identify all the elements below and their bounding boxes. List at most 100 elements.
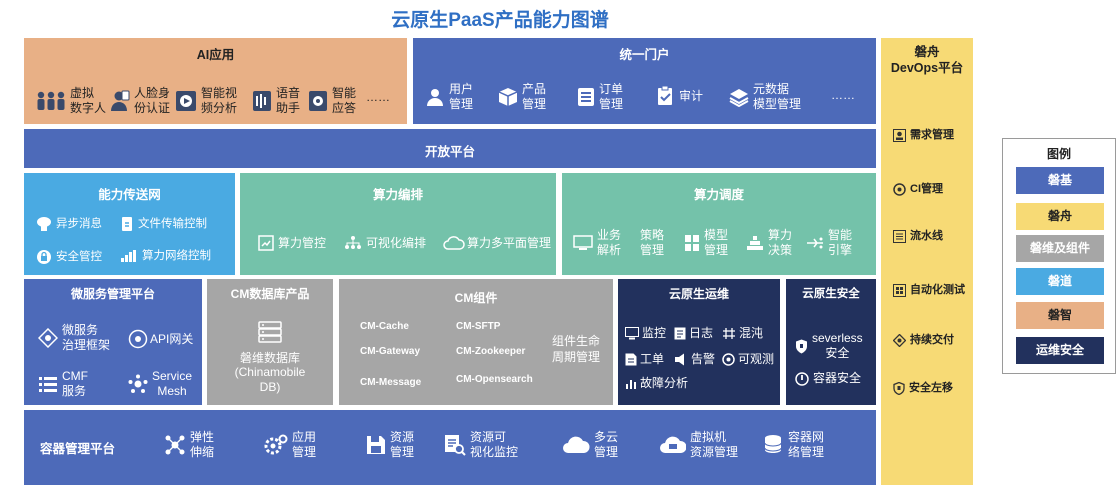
scheduling-item-label: 业务 解析 (597, 228, 622, 257)
ops-item-alarm[interactable]: 告警 (674, 352, 715, 367)
transfer-item-network[interactable]: 算力网络控制 (120, 249, 211, 263)
container-item-label: 弹性 伸缩 (190, 430, 215, 459)
ops-item-chaos[interactable]: 混沌 (722, 326, 763, 341)
devops-item-pipeline[interactable]: 流水线 (893, 230, 943, 244)
transfer-item-file[interactable]: 文件传输控制 (120, 216, 207, 232)
cm-component-gateway[interactable]: CM-Gateway (360, 346, 421, 357)
devops-item-autotest[interactable]: 自动化测试 (893, 284, 965, 298)
container-item-scale[interactable]: 弹性 伸缩 (164, 430, 214, 460)
cloud-native-security-title: 云原生安全 (802, 288, 860, 300)
container-net-icon (764, 434, 784, 456)
scheduling-item-strategy[interactable]: 策略 管理 (640, 228, 664, 258)
cloud-native-ops-block[interactable]: 云原生运维 监控 日志 混沌 工单 告警 可观测 故障分析 (618, 279, 780, 405)
scheduling-item-label: 模型 管理 (704, 228, 729, 257)
cm-database-block[interactable]: CM数据库产品 磐维数据库 (Chinamobile DB) (207, 279, 333, 405)
microservice-item-framework[interactable]: 微服务 治理框架 (38, 323, 110, 353)
devops-item-label: 需求管理 (910, 129, 954, 141)
open-platform-block[interactable]: 开放平台 (24, 129, 876, 168)
scheduling-item-business[interactable]: 业务 解析 (573, 228, 621, 258)
compute-scheduling-block[interactable]: 算力调度 业务 解析 策略 管理 模型 管理 算力 决策 智能 引擎 (562, 173, 876, 275)
lock-icon (36, 249, 52, 265)
ai-item-voice-assistant[interactable]: 语音 助手 (252, 86, 300, 116)
scheduling-item-engine[interactable]: 智能 引擎 (806, 228, 852, 258)
unified-portal-title: 统一门户 (619, 48, 670, 62)
container-item-vm[interactable]: 虚拟机 资源管理 (660, 430, 738, 460)
orchestration-item-multiplane[interactable]: 算力多平面管理 (443, 235, 551, 251)
file-transfer-icon (120, 216, 134, 232)
ops-item-ticket[interactable]: 工单 (625, 352, 664, 367)
transfer-item-security[interactable]: 安全管控 (36, 249, 102, 265)
portal-item-order[interactable]: 订单 管理 (577, 82, 623, 112)
security-item-container[interactable]: 容器安全 (795, 371, 861, 386)
transfer-item-async[interactable]: 异步消息 (36, 216, 102, 232)
ai-item-smart-reply[interactable]: 智能 应答 (308, 86, 356, 116)
ops-item-analysis[interactable]: 故障分析 (625, 376, 688, 391)
cm-component-cache[interactable]: CM-Cache (360, 321, 409, 332)
ai-more: …… (366, 90, 390, 104)
microservice-item-api-gateway[interactable]: API网关 (128, 329, 193, 349)
unified-portal-block[interactable]: 统一门户 用户 管理 产品 管理 订单 管理 审计 元数据 模型管理 …… (413, 38, 876, 124)
scheduling-item-decision[interactable]: 算力 决策 (746, 228, 792, 258)
devops-item-ci[interactable]: CI管理 (893, 183, 943, 197)
orchestration-item-visual[interactable]: 可视化编排 (344, 235, 426, 251)
cm-component-message[interactable]: CM-Message (360, 377, 422, 388)
microservice-platform-block[interactable]: 微服务管理平台 微服务 治理框架 API网关 CMF 服务 Service Me… (24, 279, 202, 405)
ops-item-label: 故障分析 (640, 376, 689, 390)
ai-application-block[interactable]: AI应用 虚拟 数字人 人脸身 份认证 智能视 频分析 语音 助手 智能 应答 … (24, 38, 407, 124)
pipeline-icon (893, 230, 906, 244)
cm-database-item[interactable]: 磐维数据库 (Chinamobile DB) (234, 351, 306, 394)
cm-component-zookeeper[interactable]: CM-Zookeeper (456, 346, 526, 357)
portal-item-audit[interactable]: 审计 (657, 86, 703, 106)
cm-component-opensearch[interactable]: CM-Opensearch (456, 374, 533, 385)
scale-icon (164, 434, 186, 456)
legend-item-ops-security: 运维安全 (1016, 337, 1104, 364)
container-item-visual-monitor[interactable]: 资源可 视化监控 (444, 430, 518, 460)
compute-orchestration-block[interactable]: 算力编排 算力管控 可视化编排 算力多平面管理 (240, 173, 556, 275)
container-item-label: 虚拟机 资源管理 (690, 430, 739, 459)
app-gear-icon (264, 434, 288, 456)
devops-item-label: 流水线 (910, 230, 943, 242)
security-item-serverless[interactable]: severless 安全 (795, 331, 863, 361)
cloud-native-security-block[interactable]: 云原生安全 severless 安全 容器安全 (786, 279, 876, 405)
engine-icon (806, 236, 824, 250)
ai-item-virtual-human[interactable]: 虚拟 数字人 (36, 86, 106, 116)
security-shield-icon (795, 339, 808, 354)
capability-transfer-block[interactable]: 能力传送网 异步消息 文件传输控制 安全管控 算力网络控制 (24, 173, 235, 275)
orchestration-item-control[interactable]: 算力管控 (258, 235, 326, 251)
ci-icon (893, 183, 906, 197)
cm-lifecycle-management[interactable]: 组件生命 周期管理 (552, 334, 601, 364)
microservice-item-cmf[interactable]: CMF 服务 (38, 369, 88, 399)
container-item-resource[interactable]: 资源 管理 (366, 430, 414, 460)
devops-item-label: 安全左移 (909, 382, 953, 394)
portal-item-label: 订单 管理 (599, 82, 624, 111)
portal-item-product[interactable]: 产品 管理 (498, 82, 546, 112)
microservice-item-service-mesh[interactable]: Service Mesh (128, 369, 192, 399)
cm-components-block[interactable]: CM组件 CM-Cache CM-SFTP CM-Gateway CM-Zook… (339, 279, 613, 405)
ops-item-log[interactable]: 日志 (674, 326, 713, 341)
portal-item-label: 产品 管理 (522, 82, 547, 111)
portal-item-user[interactable]: 用户 管理 (425, 82, 473, 112)
scheduling-item-model[interactable]: 模型 管理 (684, 228, 728, 258)
portal-item-metadata[interactable]: 元数据 模型管理 (729, 82, 801, 112)
container-item-network[interactable]: 容器网 络管理 (764, 430, 824, 460)
devops-item-shift-left[interactable]: 安全左移 (893, 382, 953, 396)
ai-item-face-auth[interactable]: 人脸身 份认证 (110, 86, 170, 116)
devops-platform-block[interactable]: 磐舟 DevOps平台 需求管理 CI管理 流水线 自动化测试 持续交付 安全左… (881, 38, 973, 485)
ai-item-video-analysis[interactable]: 智能视 频分析 (175, 86, 237, 116)
flow-icon (344, 235, 362, 251)
cloud-icon (443, 235, 465, 251)
cm-component-sftp[interactable]: CM-SFTP (456, 321, 501, 332)
devops-item-label: 持续交付 (910, 334, 954, 346)
devops-item-delivery[interactable]: 持续交付 (893, 334, 954, 348)
container-item-multicloud[interactable]: 多云 管理 (562, 430, 618, 460)
devops-item-label: 自动化测试 (910, 284, 965, 296)
container-platform-block[interactable]: 容器管理平台 弹性 伸缩 应用 管理 资源 管理 资源可 视化监控 多云 管理 … (24, 410, 876, 485)
container-item-app[interactable]: 应用 管理 (264, 430, 316, 460)
legend-title: 图例 (1046, 147, 1071, 161)
legend-item-pandao: 磐道 (1016, 268, 1104, 295)
ops-item-observe[interactable]: 可观测 (722, 352, 774, 367)
scheduling-item-label: 算力 决策 (768, 228, 793, 257)
devops-item-requirement[interactable]: 需求管理 (893, 129, 954, 143)
ops-item-monitor[interactable]: 监控 (625, 326, 666, 341)
ops-item-label: 日志 (689, 326, 714, 340)
